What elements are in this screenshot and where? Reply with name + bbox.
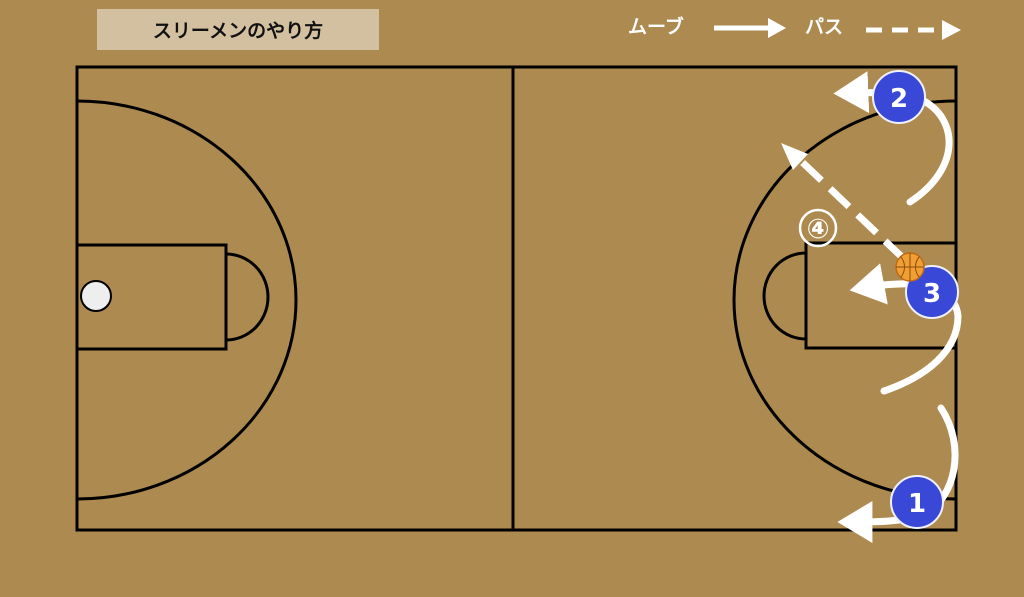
player-2-label: 2 — [890, 84, 908, 114]
free-throw-lane-left — [75, 243, 228, 351]
pass-arrow — [781, 143, 907, 262]
player-3-label: 3 — [923, 279, 941, 309]
legend-pass-arrow — [866, 20, 961, 40]
legend-pass-label: パス — [805, 16, 844, 38]
basketball-icon — [895, 252, 925, 282]
legend-move-arrow — [714, 18, 786, 38]
legend-move-label: ムーブ — [628, 16, 684, 38]
three-point-line-right — [732, 99, 957, 501]
player-2: 2 — [872, 70, 926, 124]
svg-text:④: ④ — [807, 214, 830, 245]
step-marker: ④ — [798, 208, 838, 248]
diagram-title: スリーメンのやり方 — [97, 9, 379, 50]
player-1-label: 1 — [908, 489, 926, 519]
free-throw-circle-right — [762, 251, 807, 341]
player-3: 3 — [905, 265, 959, 319]
basket-ring-left — [80, 280, 112, 312]
three-point-line-left — [76, 99, 298, 501]
player-1: 1 — [890, 475, 944, 529]
free-throw-circle-left — [225, 252, 270, 342]
